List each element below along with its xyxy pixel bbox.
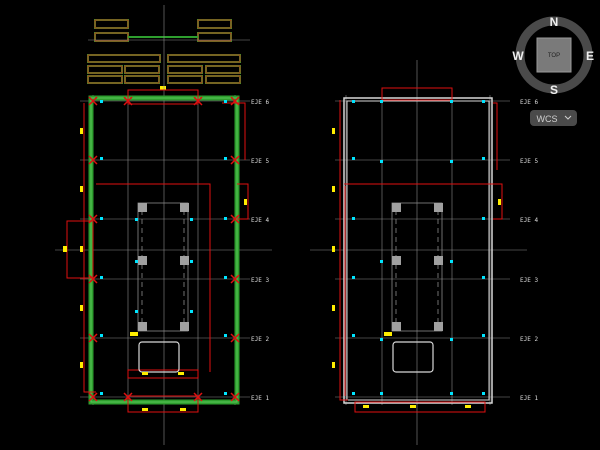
right-floor-plan: EJE 6 EJE 5 EJE 4 EJE 3 EJE 2 EJE 1	[310, 60, 538, 445]
left-axis-label-4: EJE 4	[251, 217, 269, 224]
right-axis-labels: EJE 6 EJE 5 EJE 4 EJE 3 EJE 2 EJE 1	[520, 99, 538, 402]
right-axis-label-4: EJE 4	[520, 217, 538, 224]
right-axis-label-1: EJE 1	[520, 395, 538, 402]
left-grid-lines	[55, 5, 272, 445]
compass-south[interactable]: S	[550, 83, 558, 97]
compass-north[interactable]: N	[550, 15, 559, 29]
compass-west[interactable]: W	[512, 49, 524, 63]
right-axis-label-3: EJE 3	[520, 277, 538, 284]
left-axis-label-5: EJE 5	[251, 158, 269, 165]
right-axis-label-5: EJE 5	[520, 158, 538, 165]
viewcube-top-face[interactable]	[536, 37, 572, 73]
wcs-button[interactable]: WCS	[530, 110, 577, 126]
left-dimension-frames	[66, 89, 249, 413]
wcs-label: WCS	[537, 114, 558, 124]
right-axis-label-6: EJE 6	[520, 99, 538, 106]
right-walls	[343, 97, 493, 404]
left-core	[130, 202, 189, 373]
wall-detail-fragments	[87, 19, 250, 90]
left-floor-plan: EJE 6 EJE 5 EJE 4 EJE 3 EJE 2 EJE 1	[55, 5, 272, 445]
viewcube[interactable]: TOP N S E W WCS	[512, 15, 594, 126]
right-dimension-frames	[339, 87, 503, 413]
viewcube-face-label: TOP	[548, 53, 560, 59]
right-core	[384, 202, 443, 373]
right-grid-lines	[310, 60, 527, 445]
right-axis-label-2: EJE 2	[520, 336, 538, 343]
compass-ring[interactable]	[515, 16, 593, 94]
left-column-nodes	[88, 96, 240, 402]
left-axis-label-1: EJE 1	[251, 395, 269, 402]
left-axis-label-3: EJE 3	[251, 277, 269, 284]
left-markers	[63, 100, 247, 411]
left-axis-labels: EJE 6 EJE 5 EJE 4 EJE 3 EJE 2 EJE 1	[251, 99, 269, 402]
left-axis-label-6: EJE 6	[251, 99, 269, 106]
chevron-down-icon	[564, 115, 572, 120]
compass-east[interactable]: E	[586, 49, 594, 63]
right-markers	[332, 100, 501, 408]
left-walls	[88, 95, 240, 405]
left-axis-label-2: EJE 2	[251, 336, 269, 343]
